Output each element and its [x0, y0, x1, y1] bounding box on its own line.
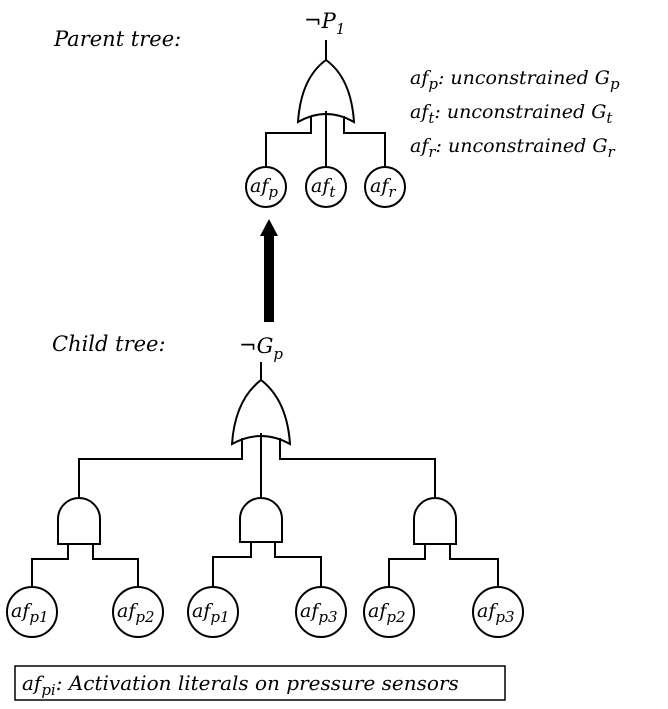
child-wire-right — [279, 438, 436, 498]
arrow-head — [260, 219, 278, 236]
parent-leaf-t: aft — [305, 166, 347, 208]
and3-wire-right — [449, 544, 499, 588]
svg-text:afp3: afp3 — [477, 600, 515, 626]
parent-root-label: ¬P1 — [304, 9, 345, 38]
parent-tree-title: Parent tree: — [53, 27, 181, 51]
and-gate-3 — [413, 497, 457, 545]
parent-leaf-p: afp — [245, 166, 287, 208]
and1-wire-left — [31, 544, 69, 588]
child-leaf-p1-a: afp1 — [6, 586, 58, 638]
child-leaf-p2-a: afp2 — [112, 586, 164, 638]
and-gate-1 — [57, 497, 101, 545]
svg-text:afp3: afp3 — [300, 600, 338, 626]
svg-text:afp1: afp1 — [192, 600, 230, 626]
and-gate-2 — [239, 497, 283, 543]
svg-text:afr: afr — [370, 175, 396, 201]
parent-wire-left — [265, 116, 312, 166]
parent-or-gate — [296, 58, 356, 124]
and1-wire-right — [92, 544, 139, 588]
svg-text:afp1: afp1 — [11, 600, 49, 626]
parent-wire-right — [343, 116, 386, 166]
svg-text:afp: afp — [250, 175, 278, 201]
child-tree-title: Child tree: — [52, 332, 166, 356]
child-leaf-p3-b: afp3 — [472, 586, 524, 638]
legend-text: afpi: Activation literals on pressure se… — [22, 671, 459, 699]
arrow-shaft — [264, 234, 274, 322]
parent-def-r: afr: unconstrained Gr — [410, 135, 616, 161]
child-leaf-p3-a: afp3 — [295, 586, 347, 638]
parent-leaf-r: afr — [364, 166, 406, 208]
child-root-label: ¬Gp — [239, 334, 283, 363]
and2-wire-right — [274, 542, 322, 588]
parent-def-t: aft: unconstrained Gt — [410, 101, 613, 127]
svg-text:afp2: afp2 — [368, 600, 406, 626]
child-or-gate — [230, 378, 292, 446]
legend-box — [14, 665, 506, 701]
child-leaf-p1-b: afp1 — [187, 586, 239, 638]
svg-text:aft: aft — [311, 175, 336, 201]
parent-def-p: afp: unconstrained Gp — [410, 67, 620, 93]
and2-wire-left — [212, 542, 252, 588]
and3-wire-left — [388, 544, 426, 588]
svg-text:afp2: afp2 — [117, 600, 155, 626]
child-wire-left — [78, 438, 243, 498]
child-leaf-p2-b: afp2 — [363, 586, 415, 638]
